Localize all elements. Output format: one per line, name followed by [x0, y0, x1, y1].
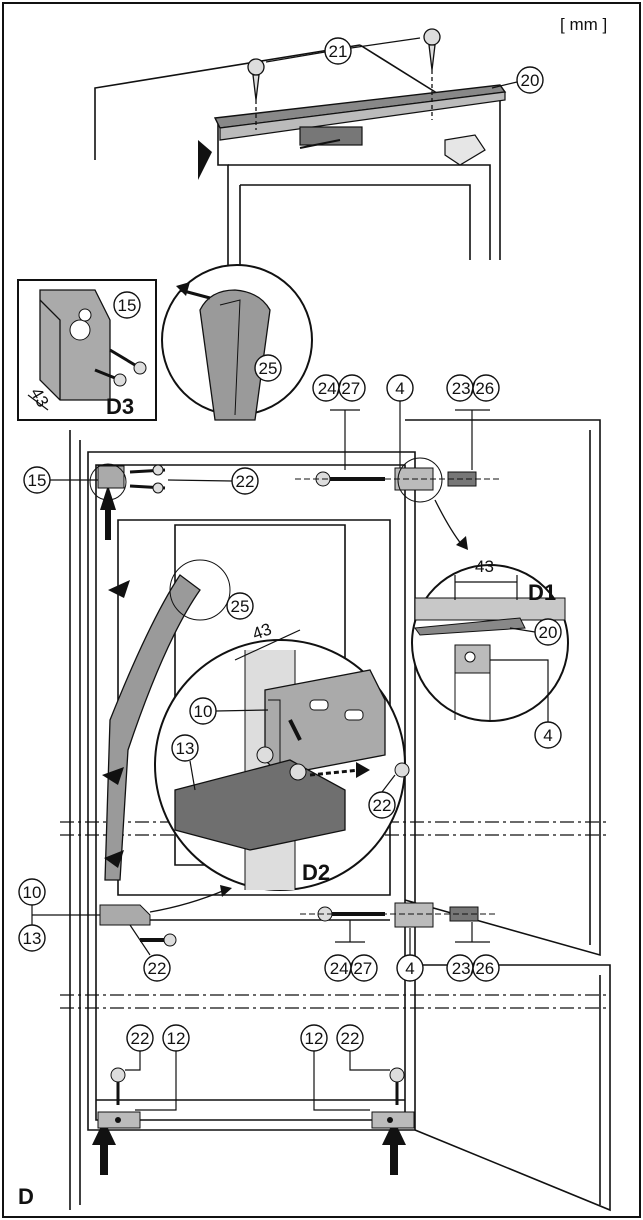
top-hinge-row: 15 22 — [23, 457, 500, 503]
callout-4-bottom: 4 — [405, 959, 414, 978]
middle-hinge-row: 10 13 22 24/27 4 23/26 — [18, 878, 500, 982]
callout-4-d1: 4 — [543, 726, 552, 745]
callout-21: 21 — [265, 37, 421, 65]
gasket-strip: 25 — [104, 559, 254, 881]
detail-label-d1: D1 — [528, 580, 556, 605]
svg-text:21: 21 — [329, 42, 348, 61]
callout-25-mid: 25 — [231, 597, 250, 616]
callout-22-top: 22 — [236, 472, 255, 491]
callouts-top-row: 24/27 4 23/26 — [312, 374, 500, 470]
callout-4-top: 4 — [395, 379, 404, 398]
callout-10-main: 10 — [23, 883, 42, 902]
callout-22-bottom-left: 22 — [131, 1029, 150, 1048]
callout-24-27-bottom: 24/27 — [330, 959, 373, 978]
detail-d1: 43 D1 20 4 — [411, 499, 569, 749]
screw-icon — [247, 28, 441, 130]
detail-label-d2: D2 — [302, 860, 330, 885]
arrow-icon — [92, 485, 406, 1175]
callout-20-d1: 20 — [539, 623, 558, 642]
detail-label-d3: D3 — [106, 394, 134, 419]
top-rail — [198, 84, 507, 180]
cabinet-body — [69, 419, 611, 1212]
callout-22-middle: 22 — [148, 959, 167, 978]
callout-13-main: 13 — [23, 929, 42, 948]
callout-13-d2: 13 — [176, 739, 195, 758]
bottom-hinge-row: 22 12 12 22 — [97, 1024, 415, 1129]
top-cabinet — [94, 44, 501, 270]
svg-text:20: 20 — [521, 71, 540, 90]
callout-15-main: 15 — [28, 471, 47, 490]
callout-12-right: 12 — [305, 1029, 324, 1048]
dimension-d1: 43 — [475, 557, 494, 576]
callout-25-top: 25 — [259, 359, 278, 378]
view-label: D — [18, 1184, 34, 1209]
callout-24-27-top: 24/27 — [318, 379, 361, 398]
callout-12-left: 12 — [167, 1029, 186, 1048]
callout-23-26-top: 23/26 — [452, 379, 495, 398]
detail-d3: 43 D3 15 — [17, 279, 157, 421]
detail-gasket-top: 25 — [161, 264, 313, 421]
callout-10-d2: 10 — [194, 702, 213, 721]
callout-20: 20 — [491, 66, 544, 94]
callout-22-bottom-right: 22 — [341, 1029, 360, 1048]
callout-22-d2: 22 — [373, 796, 392, 815]
callout-15-d3: 15 — [118, 296, 137, 315]
unit-label: [ mm ] — [560, 15, 607, 34]
callout-23-26-bottom: 23/26 — [452, 959, 495, 978]
detail-d2: 43 D2 10 13 22 — [149, 619, 410, 913]
